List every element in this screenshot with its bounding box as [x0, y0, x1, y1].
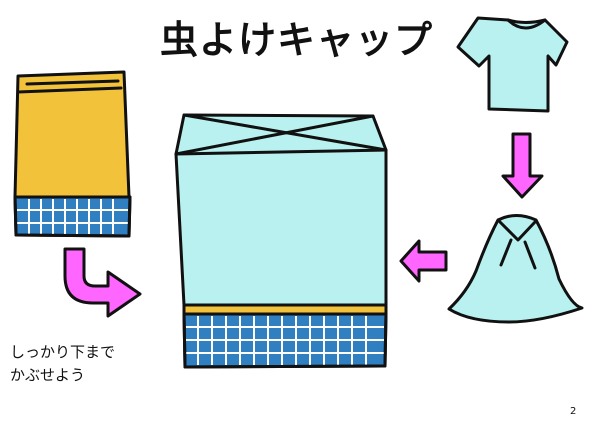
curved-arrow-icon — [63, 247, 142, 318]
left-arrow-icon — [399, 239, 448, 283]
diagram-title: 虫よけキャップ — [160, 18, 433, 62]
caption-line-2: かぶせよう — [10, 366, 85, 384]
caption-line-1: しっかり下まで — [10, 343, 115, 361]
tshirt-icon — [456, 16, 569, 113]
flowerpot-box-icon — [13, 70, 132, 238]
page-number: 2 — [570, 406, 576, 417]
covered-box-icon — [174, 113, 388, 369]
tied-cloth-icon — [447, 214, 584, 324]
down-arrow-icon — [501, 132, 544, 199]
